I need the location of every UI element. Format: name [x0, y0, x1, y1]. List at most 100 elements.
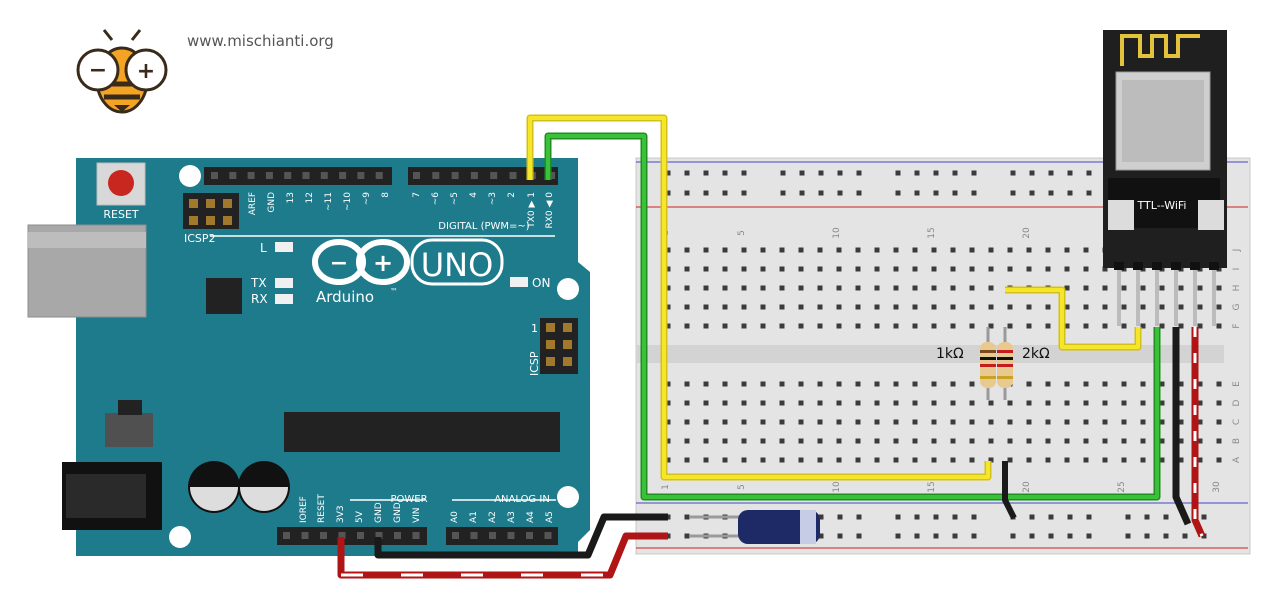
breadboard-hole [931, 381, 937, 387]
breadboard-hole [722, 247, 728, 253]
breadboard-hole [1178, 419, 1184, 425]
icsp2-label: ICSP2 [184, 232, 216, 245]
header-hole [489, 532, 496, 539]
breadboard-hole [1045, 247, 1051, 253]
analog-pin-label: A0 [450, 511, 460, 523]
breadboard-hole [779, 381, 785, 387]
breadboard-hole [1159, 381, 1165, 387]
breadboard-hole [1216, 419, 1222, 425]
breadboard-hole [1140, 400, 1146, 406]
header-hole [320, 172, 328, 179]
breadboard-hole [836, 381, 842, 387]
breadboard-hole [741, 457, 747, 463]
digital-pin-label: TX0 ▶ 1 [527, 192, 537, 229]
breadboard-hole [1026, 381, 1032, 387]
digital-pin-label: 13 [286, 192, 296, 203]
breadboard-hole [779, 400, 785, 406]
breadboard-hole [1048, 190, 1054, 196]
breadboard-hole [817, 457, 823, 463]
breadboard-hole [665, 190, 671, 196]
digital-pin-label: ~5 [450, 192, 460, 205]
breadboard-hole [1102, 457, 1108, 463]
breadboard-hole [1140, 381, 1146, 387]
capacitor-rail [690, 510, 820, 544]
breadboard-hole [779, 266, 785, 272]
module-button[interactable] [1108, 200, 1134, 230]
breadboard-hole [817, 266, 823, 272]
breadboard-hole [1026, 323, 1032, 329]
led-tx-label: TX [250, 276, 267, 290]
reset-label: RESET [103, 208, 139, 221]
breadboard-hole [1178, 400, 1184, 406]
header-hole [357, 172, 365, 179]
breadboard-row-letter: A [1232, 456, 1242, 463]
breadboard-hole [874, 381, 880, 387]
power-pin-label: RESET [317, 494, 327, 523]
site-url[interactable]: www.mischianti.org [187, 32, 334, 50]
breadboard-hole [1048, 514, 1054, 520]
breadboard-hole [1197, 285, 1203, 291]
breadboard-hole [798, 266, 804, 272]
breadboard-hole [952, 533, 958, 539]
breadboard-hole [893, 457, 899, 463]
header-hole [526, 532, 533, 539]
breadboard-hole [818, 190, 824, 196]
breadboard-column-number: 15 [927, 227, 937, 238]
header-pin [546, 357, 555, 366]
breadboard-hole [779, 438, 785, 444]
power-pin-label: GND [374, 502, 384, 523]
header-hole [451, 172, 459, 179]
breadboard-hole [817, 285, 823, 291]
breadboard-hole [837, 533, 843, 539]
breadboard-hole [1045, 438, 1051, 444]
breadboard-hole [1216, 400, 1222, 406]
breadboard-hole [1125, 514, 1131, 520]
breadboard-hole [1121, 381, 1127, 387]
breadboard-hole [855, 400, 861, 406]
breadboard-hole [1048, 533, 1054, 539]
breadboard-hole [1102, 285, 1108, 291]
led-l-label: L [260, 241, 267, 255]
breadboard-hole [893, 419, 899, 425]
module-pin [1155, 266, 1159, 326]
trademark-label: ™ [390, 287, 398, 296]
power-header [277, 527, 427, 545]
analog-pin-label: A2 [488, 511, 498, 523]
breadboard-hole [988, 438, 994, 444]
breadboard-hole [874, 438, 880, 444]
digital-pin-label: 8 [381, 192, 391, 198]
breadboard-hole [1102, 419, 1108, 425]
breadboard-hole [1159, 419, 1165, 425]
breadboard-hole [893, 304, 899, 310]
breadboard-hole [684, 419, 690, 425]
breadboard-hole [950, 457, 956, 463]
header-pin [563, 323, 572, 332]
digital-pin-label: GND [267, 192, 277, 213]
header-hole [432, 172, 440, 179]
breadboard-hole [741, 170, 747, 176]
breadboard-hole [988, 457, 994, 463]
breadboard-hole [684, 400, 690, 406]
header-pin [546, 323, 555, 332]
module-button[interactable] [1198, 200, 1224, 230]
breadboard-hole [1197, 381, 1203, 387]
breadboard-hole [836, 419, 842, 425]
mounting-hole [557, 486, 579, 508]
breadboard-hole [760, 323, 766, 329]
model-label: UNO [421, 246, 494, 284]
header-hole [229, 172, 237, 179]
esp8266-ttl-wifi-module: TTL--WiFi [1103, 30, 1227, 326]
breadboard-hole [1201, 533, 1207, 539]
breadboard-hole [760, 285, 766, 291]
breadboard-hole [988, 323, 994, 329]
breadboard-hole [837, 170, 843, 176]
header-hole [211, 172, 218, 179]
header-hole [452, 532, 459, 539]
svg-text:+: + [137, 59, 155, 84]
power-pin-label: GND [393, 502, 403, 523]
breadboard-hole [874, 285, 880, 291]
breadboard-row-letter: J [1232, 249, 1242, 253]
breadboard-hole [855, 419, 861, 425]
header-hole [301, 532, 309, 539]
